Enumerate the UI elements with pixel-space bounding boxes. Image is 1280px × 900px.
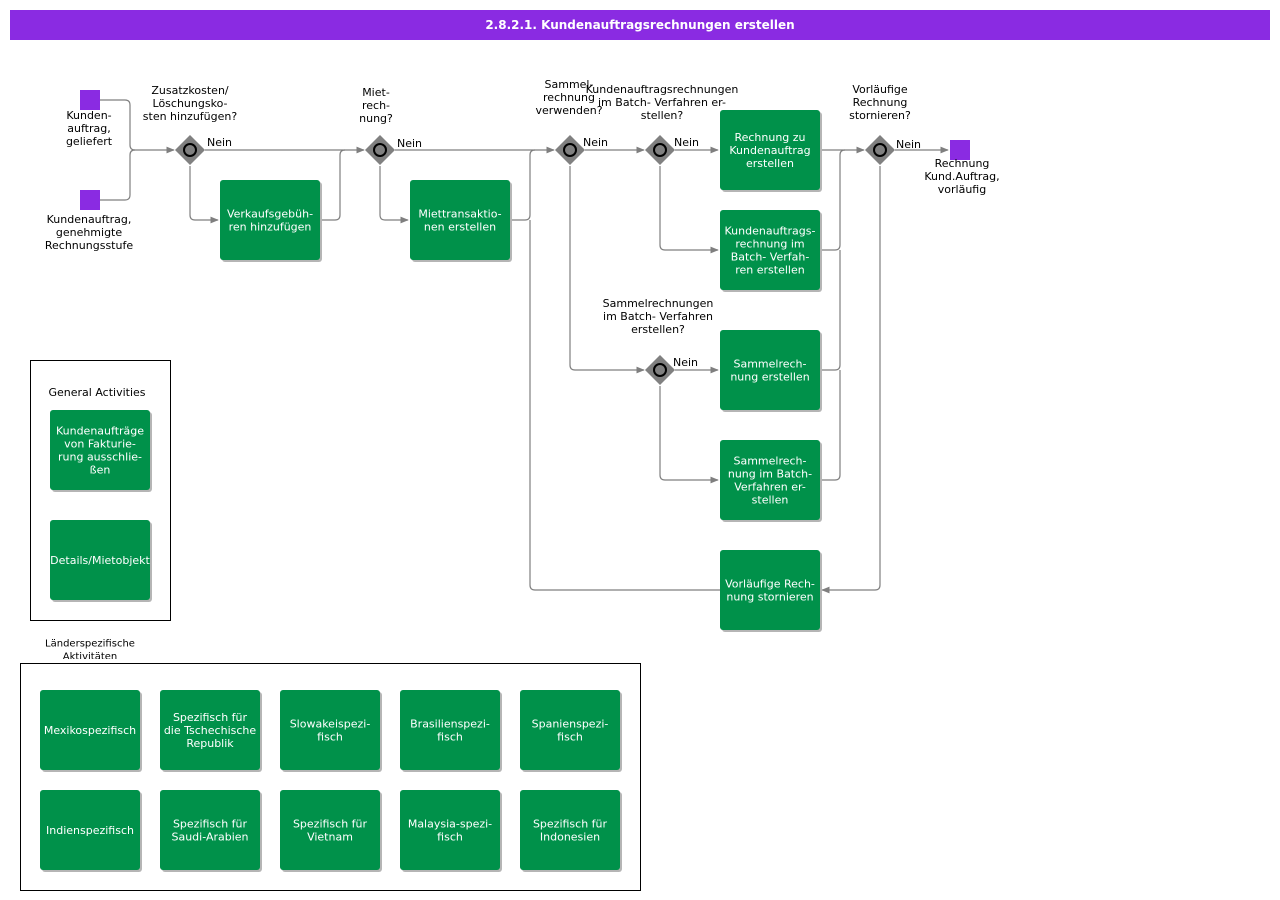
gateway-batch-collective-invoices bbox=[645, 355, 675, 385]
country-activity[interactable]: Indienspezifisch bbox=[40, 790, 142, 872]
activity-create-collective-invoice[interactable]: Sammelrech-nung erstellen bbox=[720, 330, 822, 412]
connector bbox=[189, 166, 219, 224]
activity-label: Malaysia-spezi-fisch bbox=[408, 818, 492, 844]
country-activity[interactable]: Malaysia-spezi-fisch bbox=[400, 790, 502, 872]
gateway-batch-sales-invoices bbox=[645, 135, 675, 165]
connector bbox=[659, 386, 719, 484]
connector bbox=[100, 149, 136, 201]
flow-label-no: Nein bbox=[674, 136, 699, 149]
gateway-label: Miet-rech-nung? bbox=[359, 86, 393, 125]
country-activity[interactable]: Brasilienspezi-fisch bbox=[400, 690, 502, 772]
connectors bbox=[100, 99, 949, 594]
general-activities-title: General Activities bbox=[48, 386, 145, 399]
country-activity[interactable]: Slowakeispezi-fisch bbox=[280, 690, 382, 772]
gateway-label: Zusatzkosten/Löschungsko-sten hinzufügen… bbox=[143, 84, 238, 123]
activity-label: Indienspezifisch bbox=[46, 824, 134, 837]
gateway-cancel-preliminary bbox=[865, 135, 895, 165]
activity-add-sales-fees[interactable]: Verkaufsgebüh-ren hinzufügen bbox=[220, 180, 322, 262]
connector bbox=[569, 166, 645, 374]
connector bbox=[379, 166, 409, 224]
activity-label: Verkaufsgebüh-ren hinzufügen bbox=[227, 208, 313, 234]
activity-cancel-preliminary-invoice[interactable]: Vorläufige Rech-nung stornieren bbox=[720, 550, 822, 632]
flow-label-no: Nein bbox=[397, 137, 422, 150]
activity-label: Slowakeispezi-fisch bbox=[290, 718, 371, 744]
connector bbox=[820, 149, 846, 251]
connector bbox=[510, 149, 536, 221]
start-event-approved bbox=[80, 190, 100, 210]
connector bbox=[820, 250, 841, 371]
activity-label: Vorläufige Rech-nung stornieren bbox=[725, 578, 815, 604]
connector bbox=[820, 370, 841, 481]
activity-label: Details/Mietobjekt bbox=[50, 554, 150, 567]
activity-label: Sammelrech-nung erstellen bbox=[730, 358, 809, 384]
activity-label: Sammelrech-nung im Batch-Verfahren er-st… bbox=[728, 455, 812, 507]
start-event-label: Kunden-auftrag,geliefert bbox=[66, 109, 113, 148]
activity-create-rental-transactions[interactable]: Miettransaktio-nen erstellen bbox=[410, 180, 512, 262]
gateway-rental-invoice bbox=[365, 135, 395, 165]
gateway-additional-costs bbox=[175, 135, 205, 165]
flow-label-no: Nein bbox=[583, 136, 608, 149]
connector bbox=[320, 149, 346, 221]
flow-label-no: Nein bbox=[896, 138, 921, 151]
activity-label: Miettransaktio-nen erstellen bbox=[418, 208, 501, 234]
activity-rental-details[interactable]: Details/Mietobjekt bbox=[50, 520, 152, 602]
activity-label: Brasilienspezi-fisch bbox=[410, 718, 490, 744]
flow-label-no: Nein bbox=[673, 356, 698, 369]
diagram-title: 2.8.2.1. Kundenauftragsrechnungen erstel… bbox=[10, 10, 1270, 40]
country-activity[interactable]: Mexikospezifisch bbox=[40, 690, 142, 772]
start-event-delivered bbox=[80, 90, 100, 110]
activity-label: Mexikospezifisch bbox=[44, 724, 136, 737]
end-event-preliminary-invoice bbox=[950, 140, 970, 160]
gateway-collective-invoice bbox=[555, 135, 585, 165]
country-activity[interactable]: Spanienspezi-fisch bbox=[520, 690, 622, 772]
activity-batch-collective-invoice[interactable]: Sammelrech-nung im Batch-Verfahren er-st… bbox=[720, 440, 822, 522]
flow-label-no: Nein bbox=[207, 136, 232, 149]
activity-label: Spanienspezi-fisch bbox=[532, 718, 609, 744]
connector bbox=[659, 166, 719, 254]
connector bbox=[821, 166, 881, 594]
connector bbox=[529, 220, 720, 591]
